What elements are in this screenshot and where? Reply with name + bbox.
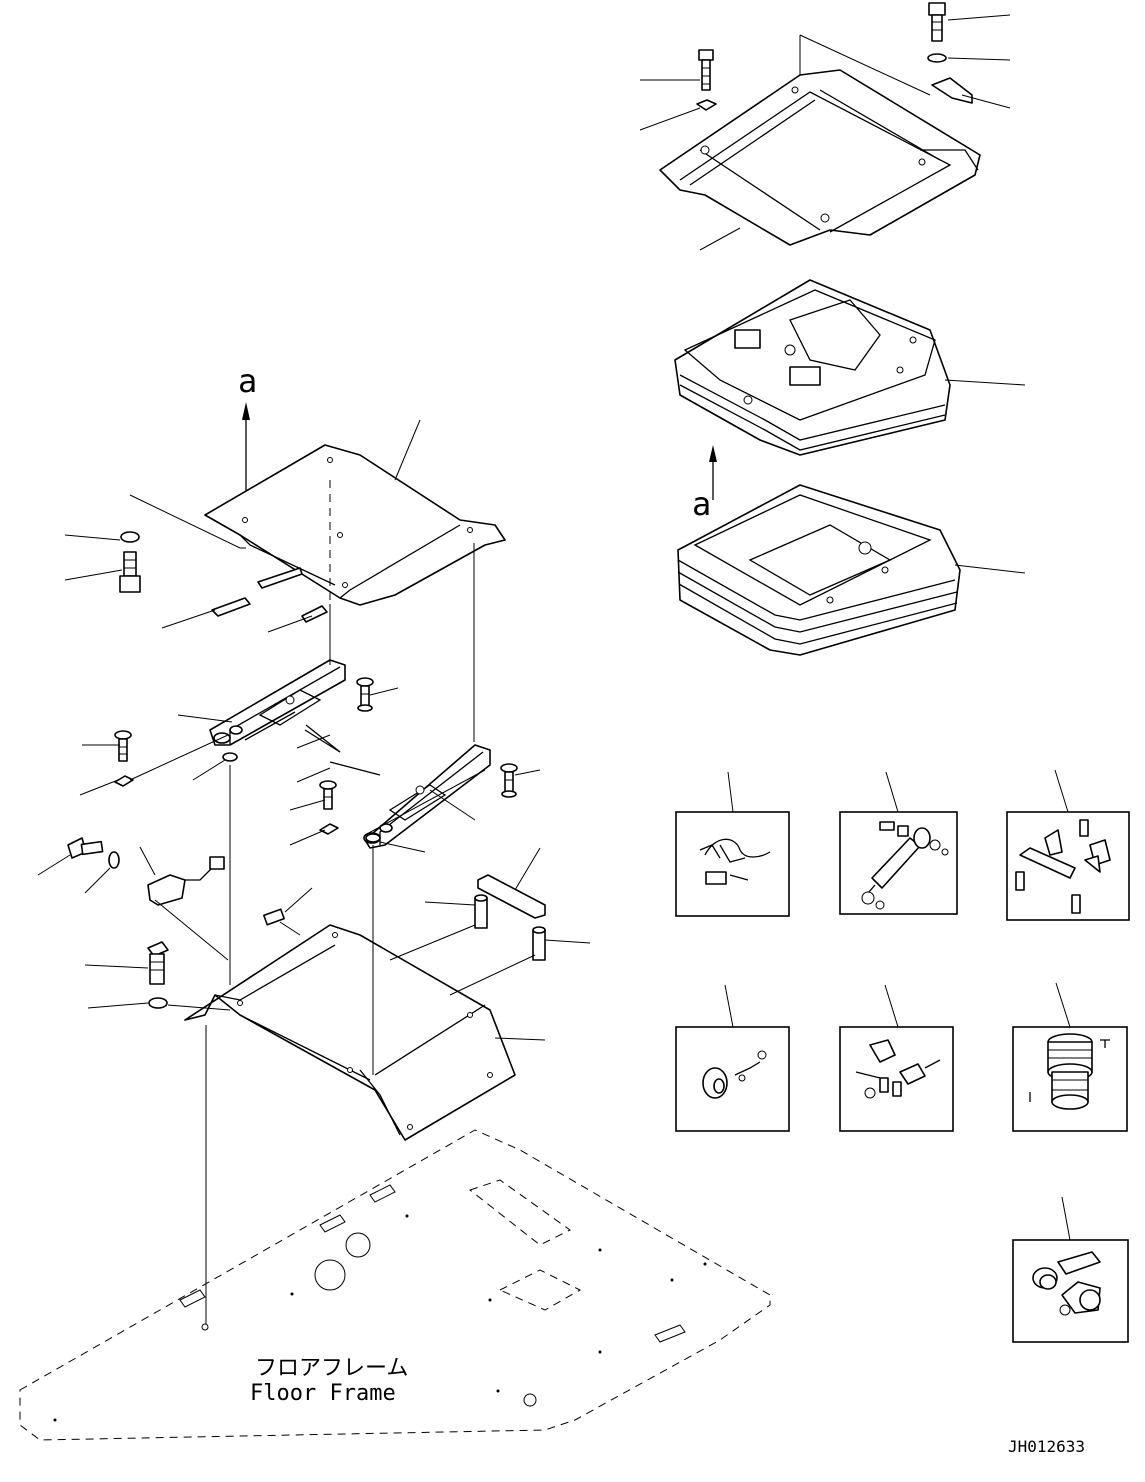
rail-bolt-left bbox=[114, 730, 238, 787]
kit-box-bushing bbox=[1012, 1196, 1129, 1343]
floor-frame bbox=[19, 1129, 771, 1441]
view-a-label-lower: a bbox=[692, 485, 711, 523]
leader-lines-right bbox=[639, 14, 1026, 574]
plate-bolt-and-washer bbox=[119, 494, 246, 593]
connector-clip bbox=[263, 908, 285, 926]
view-a-arrow-upper: a bbox=[692, 445, 717, 523]
rail-bolt-right bbox=[500, 763, 518, 798]
slide-cover-strip bbox=[211, 567, 328, 623]
seat-support-bracket bbox=[184, 924, 516, 1141]
floor-frame-label-en: Floor Frame bbox=[250, 1381, 396, 1406]
view-a-label-upper: a bbox=[238, 362, 257, 400]
rail-top-bolt bbox=[927, 2, 973, 104]
harness-bolt-washer bbox=[67, 837, 120, 869]
kit-box-gas-spring bbox=[839, 771, 958, 915]
kit-box-knob bbox=[675, 984, 790, 1132]
seat-suspension-assembly bbox=[674, 279, 951, 456]
kit-box-lever bbox=[839, 984, 954, 1132]
leader-lines-left bbox=[37, 419, 591, 1041]
bracket-bolt bbox=[147, 941, 169, 1009]
slide-rail-left bbox=[209, 659, 346, 753]
spacer-pins bbox=[474, 874, 546, 961]
seat-switch-harness bbox=[147, 856, 225, 906]
slide-rail-right bbox=[329, 744, 491, 849]
lever-rod bbox=[305, 724, 341, 753]
seat-mounting-plate bbox=[204, 444, 506, 660]
kit-box-damper bbox=[1012, 982, 1128, 1132]
rail-bolt-center bbox=[319, 780, 381, 843]
floor-frame-label-jp: フロアフレーム bbox=[255, 1356, 408, 1381]
rail-bolt-mid bbox=[356, 677, 374, 712]
kit-box-latch-parts bbox=[1006, 769, 1130, 921]
kit-box-wiring bbox=[675, 771, 790, 917]
seat-slide-rail-frame bbox=[659, 69, 981, 246]
rail-bolt bbox=[696, 49, 717, 111]
drawing-number: JH012633 bbox=[1008, 1437, 1085, 1456]
suspension-bellows-cover bbox=[677, 484, 961, 656]
